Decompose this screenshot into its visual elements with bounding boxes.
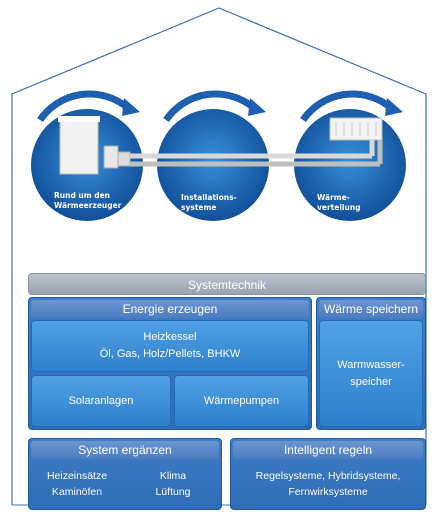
klima-label: Klima [159, 470, 187, 482]
warmwasserspeicher-line1: Warmwasser- [337, 358, 405, 371]
heizkessel-cell: Heizkessel Öl, Gas, Holz/Pellets, BHKW [31, 320, 309, 372]
heizkessel-fuels: Öl, Gas, Holz/Pellets, BHKW [99, 348, 241, 360]
house-roof-outline [11, 7, 427, 505]
system-ergaenzen-header: System ergänzen [31, 441, 219, 459]
caption-installationssysteme: Installations- systeme [181, 193, 237, 212]
waerme-speichern-panel: Wärme speichern Warmwasser- speicher [316, 297, 426, 430]
circle-waermeerzeuger [31, 90, 143, 221]
waermepumpen-label: Wärmepumpen [203, 394, 280, 407]
heizeinsaetze-cell: Heizeinsätze Kaminöfen [31, 461, 123, 507]
regelsysteme-line2: Fernwirksysteme [288, 486, 368, 498]
intelligent-regeln-header: Intelligent regeln [233, 441, 423, 459]
kaminoefen-label: Kaminöfen [51, 486, 103, 498]
warmwasserspeicher-cell: Warmwasser- speicher [319, 320, 423, 427]
pipes [130, 140, 383, 167]
caption-waermeverteilung: Wärme- verteilung [317, 193, 361, 212]
klima-lueftung-cell: Klima Lüftung [127, 461, 219, 507]
energie-erzeugen-header: Energie erzeugen [31, 300, 309, 318]
lueftung-label: Lüftung [155, 486, 191, 498]
solaranlagen-cell: Solaranlagen [31, 375, 171, 427]
energie-erzeugen-panel: Energie erzeugen Heizkessel Öl, Gas, Hol… [28, 297, 312, 430]
regelsysteme-cell: Regelsysteme, Hybridsysteme, Fernwirksys… [233, 461, 423, 507]
regelsysteme-line1: Regelsysteme, Hybridsysteme, [255, 470, 401, 482]
heizeinsaetze-label: Heizeinsätze [46, 470, 108, 482]
solaranlagen-label: Solaranlagen [68, 394, 134, 407]
heizkessel-title: Heizkessel [143, 331, 197, 343]
systemtechnik-bar: Systemtechnik [28, 273, 426, 295]
intelligent-regeln-panel: Intelligent regeln Regelsysteme, Hybrids… [230, 438, 426, 510]
warmwasserspeicher-line2: speicher [350, 375, 392, 388]
caption-waermeerzeuger: Rund um den Wärmeerzeuger [54, 191, 122, 210]
system-ergaenzen-panel: System ergänzen Heizeinsätze Kaminöfen K… [28, 438, 222, 510]
waermepumpen-cell: Wärmepumpen [174, 375, 309, 427]
waerme-speichern-header: Wärme speichern [319, 300, 423, 318]
